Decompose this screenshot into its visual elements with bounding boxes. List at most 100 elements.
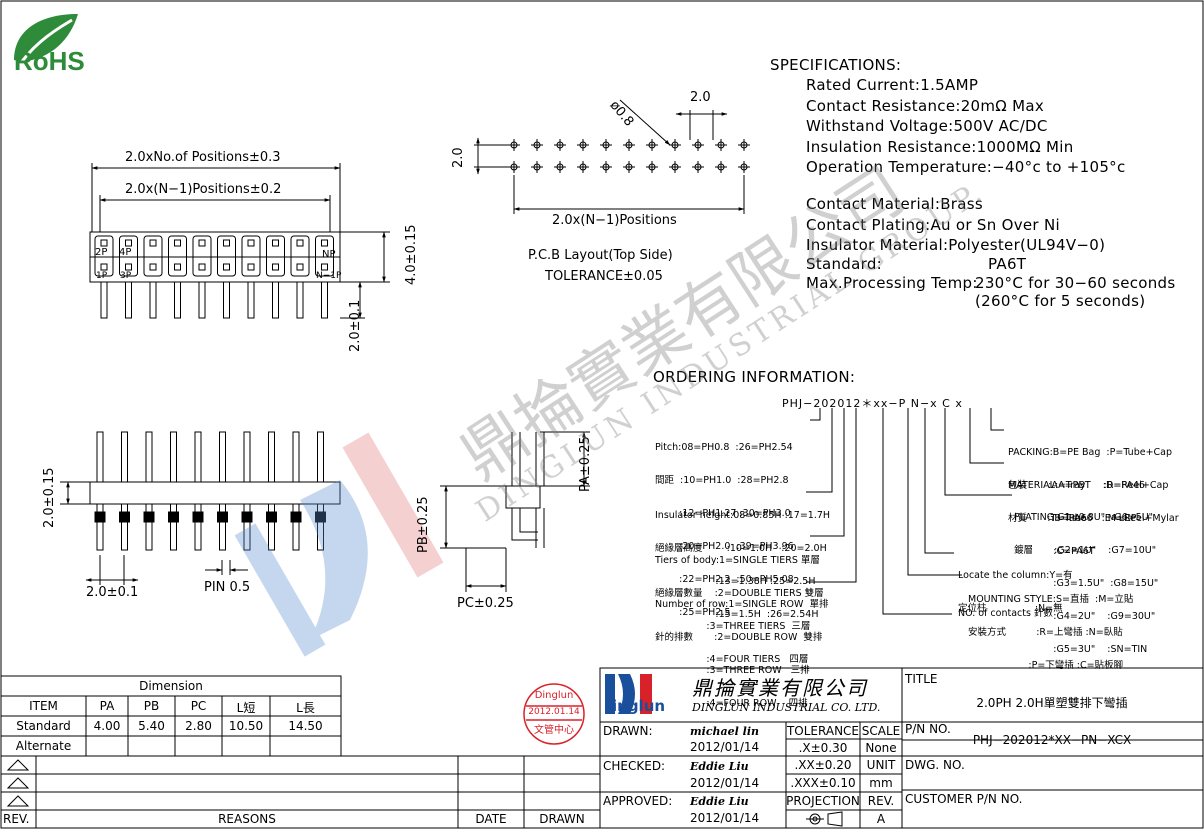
dim-front-pin: 2.0±0.1 [348, 299, 363, 352]
front-pin-cell [94, 235, 114, 277]
side-pin-band [94, 511, 106, 523]
spec-line: Insulation Resistance:1000MΩ Min [806, 137, 1074, 156]
dwg-label: DWG. NO. [905, 758, 965, 772]
front-pin-leg [149, 281, 157, 319]
pn-label: P/N NO. [905, 722, 951, 736]
revision-date-header: DATE [475, 812, 507, 826]
ordering-line: Insulator height:08=0.85H :17=1.7H [655, 510, 831, 521]
front-pin-cell [192, 235, 212, 277]
side-pin-top [219, 431, 226, 483]
dim-pa: PA±0.25 [578, 436, 593, 492]
dim-pcb-pitch: 2.0 [690, 90, 711, 105]
ordering-line: 安裝方式 :R=上彎插 :N=臥貼 [968, 627, 1123, 638]
front-pin-leg [125, 281, 132, 319]
front-pin-square [125, 239, 132, 247]
front-pin-leg [272, 281, 279, 319]
front-pin-leg [247, 281, 255, 319]
ordering-mounting: MOUNTING STYLE:S=直插 :M=立貼 安裝方式 :R=上彎插 :N… [968, 572, 1133, 682]
side-pin-band [266, 511, 277, 523]
ordering-line: Locate the column:Y=有 [958, 570, 1073, 581]
ordering-line: :3=THREE ROW 三排 [655, 665, 810, 676]
label-n-1p: N−1P [316, 271, 342, 281]
front-pin-cell [168, 235, 187, 277]
dim-cell: 4.00 [93, 719, 121, 733]
dim-pb: PB±0.25 [416, 496, 431, 553]
front-pin-cell [315, 235, 334, 277]
side-pin-bottom [121, 503, 128, 551]
label-4p: 4P [119, 247, 132, 258]
front-pin-square [125, 263, 132, 271]
ordering-line: MATERIAL:A=PBT :D=PA46 [1008, 480, 1145, 491]
company-name-cn: 鼎掄實業有限公司 [692, 676, 868, 700]
ordering-line: Pitch:08=PH0.8 :26=PH2.54 [655, 442, 793, 453]
stamp-bottom: 文管中心 [534, 725, 574, 736]
rev-value: A [876, 812, 886, 826]
side-pin-band [192, 511, 204, 523]
checked-label: CHECKED: [603, 759, 666, 773]
scale-value: None [865, 741, 897, 755]
drawn-date: 2012/01/14 [690, 740, 760, 754]
rohs-leaf-icon [14, 14, 78, 71]
dim-header-pc: PC [190, 699, 207, 713]
spec-processing-label: Max.Processing Temp: [806, 274, 978, 292]
tolerance-1: .X±0.30 [798, 741, 848, 755]
front-pin-square [198, 239, 206, 247]
dinglun-logo-icon [605, 674, 652, 714]
stamp-date: 2012.01.14 [528, 707, 580, 717]
ordering-line: 絕緣層高度 :10=1.0H :20=2.0H [655, 543, 827, 554]
ordering-line: :4=FOUR ROW 四排 [655, 698, 808, 709]
dim-header-l-long: L長 [296, 701, 315, 715]
ordering-line: :3=THREE TIERS 三層 [655, 621, 811, 632]
spec-line: Operation Temperature:−40°c to +105°c [806, 158, 1126, 176]
label-1p: 1P [96, 271, 108, 281]
ordering-contacts: NO. of contacts 針數 [958, 608, 1053, 619]
front-pin-square [321, 263, 328, 271]
checked-name: Eddie Liu [690, 760, 749, 773]
unit-value: mm [869, 776, 893, 790]
side-pin-top [170, 431, 177, 483]
dim-pcb-row: 2.0 [451, 147, 466, 168]
ordering-line: :4=FOUR TIERS 四層 [655, 654, 809, 665]
ordering-line: :G5=3U" :SN=TIN [1014, 644, 1148, 655]
spec-line: Rated Current:1.5AMP [806, 76, 979, 94]
spec-line: Contact Material:Brass [806, 195, 983, 213]
front-pin-square [247, 239, 255, 247]
side-pin-band [217, 511, 228, 523]
spec-standard-label: Standard: [806, 255, 882, 273]
ordering-line: Number of row:1=SINGLE ROW 單排 [655, 599, 829, 610]
spec-line: Insulator Material:Polyester(UL94V−0) [806, 236, 1106, 254]
ordering-line: 材質 :B=PA66 :E=LCP [1008, 513, 1137, 524]
dinglun-watermark-logo [234, 432, 444, 657]
ordering-line: :22=PH2.2 :50=PH5.08 [655, 574, 794, 585]
title-block-logo-text: inglun [612, 697, 666, 715]
front-pin-cell [290, 235, 310, 277]
side-pin-bottom [219, 503, 226, 551]
side-pin-band [168, 511, 179, 523]
side-pin-band [119, 511, 130, 523]
right-angle-view [440, 431, 590, 592]
front-pin-square [272, 263, 279, 271]
dim-cell: 5.40 [138, 719, 165, 733]
dim-header-l-short: L短 [236, 701, 256, 715]
front-pin-cell [119, 235, 138, 277]
dim-side-pin: PIN 0.5 [204, 580, 251, 595]
ordering-title: ORDERING INFORMATION: [653, 368, 856, 386]
front-pin-leg [223, 281, 230, 319]
spec-processing-2: (260°C for 5 seconds) [975, 292, 1146, 310]
front-pin-square [174, 239, 181, 247]
front-pin-leg [174, 281, 181, 319]
projection-label: PROJECTION [786, 794, 860, 808]
dim-n1-length: 2.0x(N−1)Positions±0.2 [125, 182, 282, 197]
title-value: 2.0PH 2.0H單塑雙排下彎插 [976, 696, 1128, 710]
dim-header-pb: PB [143, 699, 160, 713]
dim-side-pitch: 2.0±0.1 [86, 585, 139, 600]
pcb-layout-title: P.C.B Layout(Top Side) [528, 248, 673, 263]
ordering-line: PACKING:B=PE Bag :P=Tube+Cap [1008, 447, 1173, 458]
ordering-line: :13=1.38H :25=2.5H [655, 576, 816, 587]
approved-name: Eddie Liu [690, 795, 749, 808]
ordering-line: :G4=2U" :G9=30U" [1014, 611, 1156, 622]
dim-cell: 2.80 [185, 719, 212, 733]
front-pin-square [149, 263, 157, 271]
label-3p: 3P [120, 271, 132, 281]
